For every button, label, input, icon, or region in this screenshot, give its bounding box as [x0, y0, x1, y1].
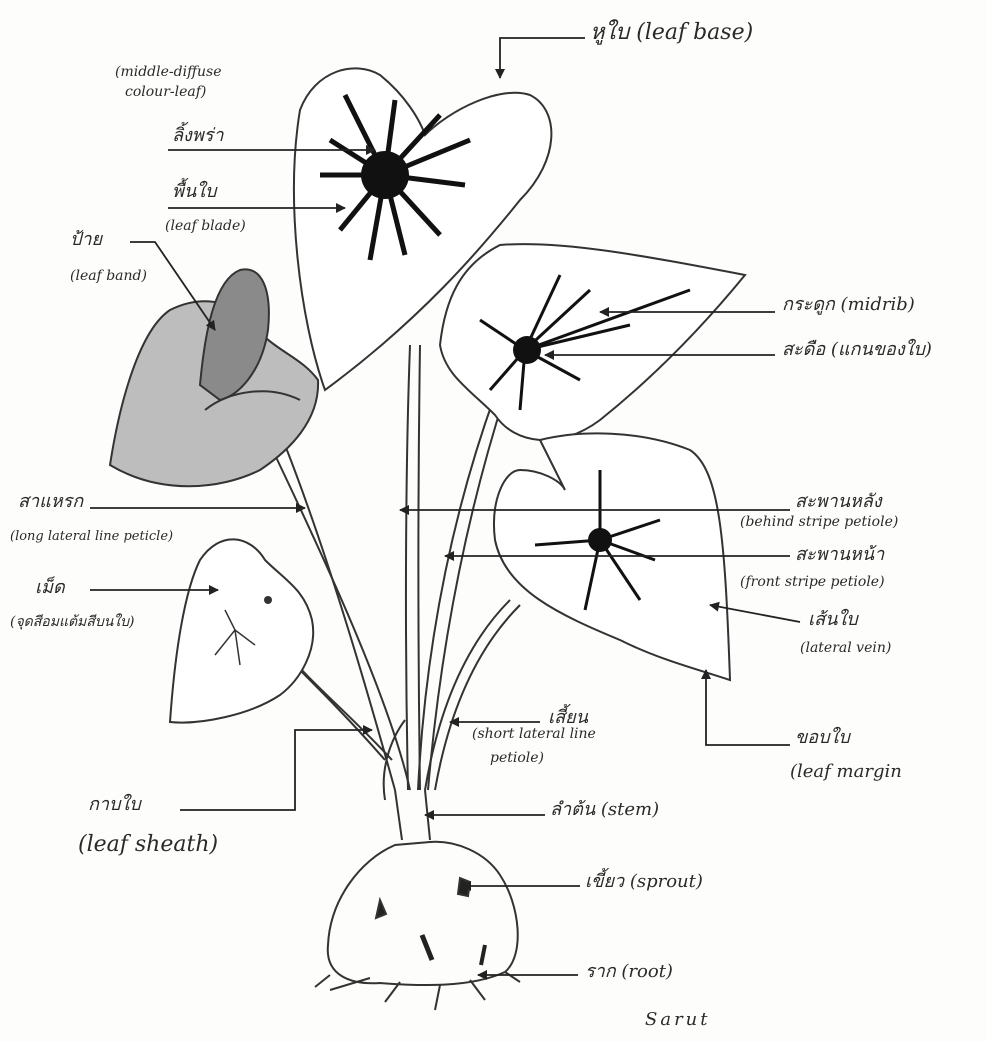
label-long-lateral-th: สาแหรก	[18, 492, 83, 513]
tuber	[315, 842, 520, 1010]
label-leaf-sheath-en: (leaf sheath)	[78, 832, 218, 857]
label-satue: สะดือ (แกนของใบ)	[782, 340, 932, 361]
label-leaf-blade-th: พื้นใบ	[172, 182, 216, 203]
label-leaf-blade-en: (leaf blade)	[165, 218, 246, 234]
label-midrib: กระดูก (midrib)	[782, 295, 915, 316]
label-met-th: เม็ด	[35, 578, 65, 599]
label-leaf-base: หูใบ (leaf base)	[590, 20, 753, 45]
label-met-en: (จุดสีอมแต้มสีบนใบ)	[10, 614, 134, 630]
label-sprout: เขี้ยว (sprout)	[585, 872, 703, 893]
label-leaf-margin-th: ขอบใบ	[795, 728, 850, 749]
label-leaf-band-th: ป้าย	[70, 230, 102, 251]
label-front-stripe-th: สะพานหน้า	[795, 545, 884, 566]
label-colour-leaf: colour-leaf)	[125, 84, 206, 100]
label-leaf-band-en: (leaf band)	[70, 268, 147, 284]
label-lateral-vein-th: เส้นใบ	[808, 610, 858, 631]
label-short-lateral-en2: petiole)	[490, 750, 544, 766]
leader-leaf-sheath	[180, 730, 372, 810]
stem-and-petioles	[275, 345, 520, 840]
label-short-lateral-en1: (short lateral line	[472, 726, 596, 742]
label-long-lateral-en: (long lateral line peticle)	[10, 530, 173, 545]
label-front-stripe-en: (front stripe petiole)	[740, 574, 885, 590]
label-leaf-sheath-th: กาบใบ	[88, 795, 141, 816]
label-behind-stripe-en: (behind stripe petiole)	[740, 514, 898, 530]
label-lingpra: ลิ้งพร่า	[172, 126, 223, 147]
leader-leaf-base	[500, 38, 585, 78]
leaf-small	[170, 539, 313, 722]
label-behind-stripe-th: สะพานหลัง	[795, 492, 882, 513]
leaf-midright	[440, 244, 745, 440]
label-stem: ลำต้น (stem)	[550, 800, 659, 821]
label-leaf-margin-en: (leaf margin	[790, 762, 902, 783]
leader-leaf-margin	[706, 670, 790, 745]
signature: Sarut	[645, 1010, 711, 1031]
label-root: ราก (root)	[585, 962, 673, 983]
label-lateral-vein-en: (lateral vein)	[800, 640, 891, 656]
label-middle-diffuse: (middle-diffuse	[115, 64, 221, 80]
leaf-left	[110, 269, 318, 486]
